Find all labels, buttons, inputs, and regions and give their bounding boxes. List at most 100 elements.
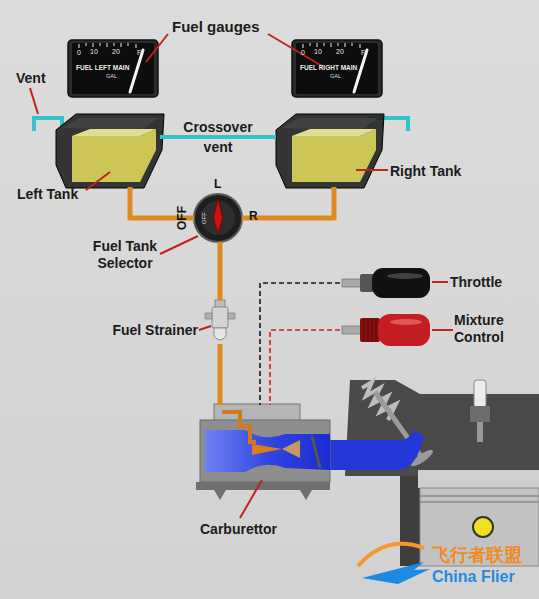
mixture-linkage — [270, 330, 340, 405]
spark-plug — [474, 380, 486, 408]
fuel-tank: Left Tank — [55, 115, 160, 187]
gauge-ticks — [79, 43, 136, 48]
piston-rings — [420, 496, 539, 502]
leader-line — [199, 326, 211, 330]
gauge-bezel — [68, 40, 158, 97]
gauge-ticks — [303, 43, 360, 48]
gauge-scale: 10 — [90, 48, 98, 55]
fuel — [292, 129, 376, 182]
gauge-scale: 0 — [301, 49, 305, 56]
knob-highlight — [390, 319, 422, 325]
part-label: Mixture Control — [454, 312, 520, 346]
carburettor-body — [200, 420, 330, 482]
intake-pipe — [330, 430, 424, 470]
part-label: Vent — [16, 70, 46, 87]
leader-line — [268, 34, 322, 66]
fuel-surface — [292, 129, 376, 136]
fuel-passage — [222, 412, 256, 442]
spark-plug-hex — [470, 406, 490, 422]
throttle-linkage — [260, 283, 340, 405]
part-label: Left Tank — [17, 186, 78, 203]
fuel-gauge: 0 10 20 F FUEL RIGHT MAIN GAL — [292, 40, 382, 97]
fuel-line — [218, 344, 223, 405]
combustion-chamber — [418, 470, 539, 488]
leader-line — [160, 236, 198, 254]
leader-line — [86, 172, 110, 190]
carburettor: Carburettor — [196, 405, 330, 490]
strainer-fitting — [228, 313, 235, 319]
gauge-scale: 20 — [112, 48, 120, 55]
mixture-knob — [378, 314, 430, 346]
venturi — [205, 430, 330, 472]
watermark: China Flier — [432, 568, 515, 586]
gauge-unit: GAL — [330, 74, 341, 80]
leader-line — [356, 169, 388, 171]
selector-position: L — [214, 178, 221, 190]
cylinder-block — [400, 476, 539, 566]
part-label: Throttle — [450, 274, 502, 291]
leader-line — [30, 88, 38, 114]
wrist-pin — [473, 517, 493, 537]
mixture-collar — [360, 318, 380, 342]
part-label: Carburettor — [200, 521, 277, 538]
leader-line — [240, 480, 262, 518]
selector-position: OFF — [176, 206, 188, 230]
leader-line — [146, 34, 168, 62]
gauge-scale: F — [361, 49, 365, 56]
gauge-bezel — [292, 40, 382, 97]
throttle-collar — [360, 274, 374, 292]
tank-top — [62, 118, 158, 130]
fuel-nozzle — [252, 444, 282, 455]
fuel-gauge: 01020FFUEL LEFT MAINGAL — [68, 40, 158, 97]
connector-label: Crossover vent — [176, 117, 260, 157]
collar-ribs — [364, 318, 376, 342]
strainer-bowl — [214, 328, 226, 340]
part-label: Right Tank — [390, 163, 461, 180]
tank-top — [282, 118, 378, 130]
gauge-scale: 10 — [314, 48, 322, 55]
watermark-logo — [358, 544, 424, 566]
throttle-valve — [312, 436, 320, 468]
throttle-knob — [372, 268, 430, 298]
fuel-tank — [276, 114, 384, 188]
gauge-face — [296, 43, 378, 94]
gauge-scale: 20 — [336, 48, 344, 55]
gauge-face — [72, 43, 154, 94]
group-label: Fuel gauges — [172, 18, 260, 36]
fuel-strainer: Fuel Strainer — [208, 300, 232, 344]
watermark: 飞行者联盟 — [432, 545, 522, 565]
fuel-line — [218, 242, 223, 300]
knob-highlight — [387, 273, 423, 279]
leader-line — [432, 329, 453, 331]
gauge-caption: FUEL LEFT MAIN — [76, 65, 129, 72]
carburettor-flange — [196, 482, 330, 490]
fuel-surface — [72, 129, 156, 136]
fuel-selector: LROFFOFFFuel Tank Selector — [194, 194, 242, 242]
selector-knob — [194, 194, 242, 242]
throttle-control: Throttle — [340, 268, 432, 298]
mixture-shaft — [342, 326, 362, 334]
gauge-unit: GAL — [106, 74, 117, 80]
gauge-caption: FUEL RIGHT MAIN — [300, 65, 357, 72]
vent-line — [160, 135, 276, 139]
leader-line — [432, 281, 448, 283]
selector-pointer — [214, 198, 223, 234]
fuel-tank: Right Tank — [276, 115, 381, 187]
spark-plug-thread — [477, 422, 483, 442]
selector-marking: OFF — [201, 212, 207, 224]
part-label: Fuel Strainer — [74, 322, 198, 339]
gauge-scale: 0 — [77, 49, 81, 56]
carburettor-feet — [214, 490, 312, 500]
fuel-tank — [56, 114, 164, 188]
watermark-logo — [362, 562, 430, 584]
fuel-spray — [282, 440, 300, 458]
throttle-shaft — [342, 279, 362, 287]
strainer-body — [212, 307, 228, 328]
mixture-control: Mixture Control — [340, 314, 432, 346]
selector-position: R — [249, 210, 258, 222]
